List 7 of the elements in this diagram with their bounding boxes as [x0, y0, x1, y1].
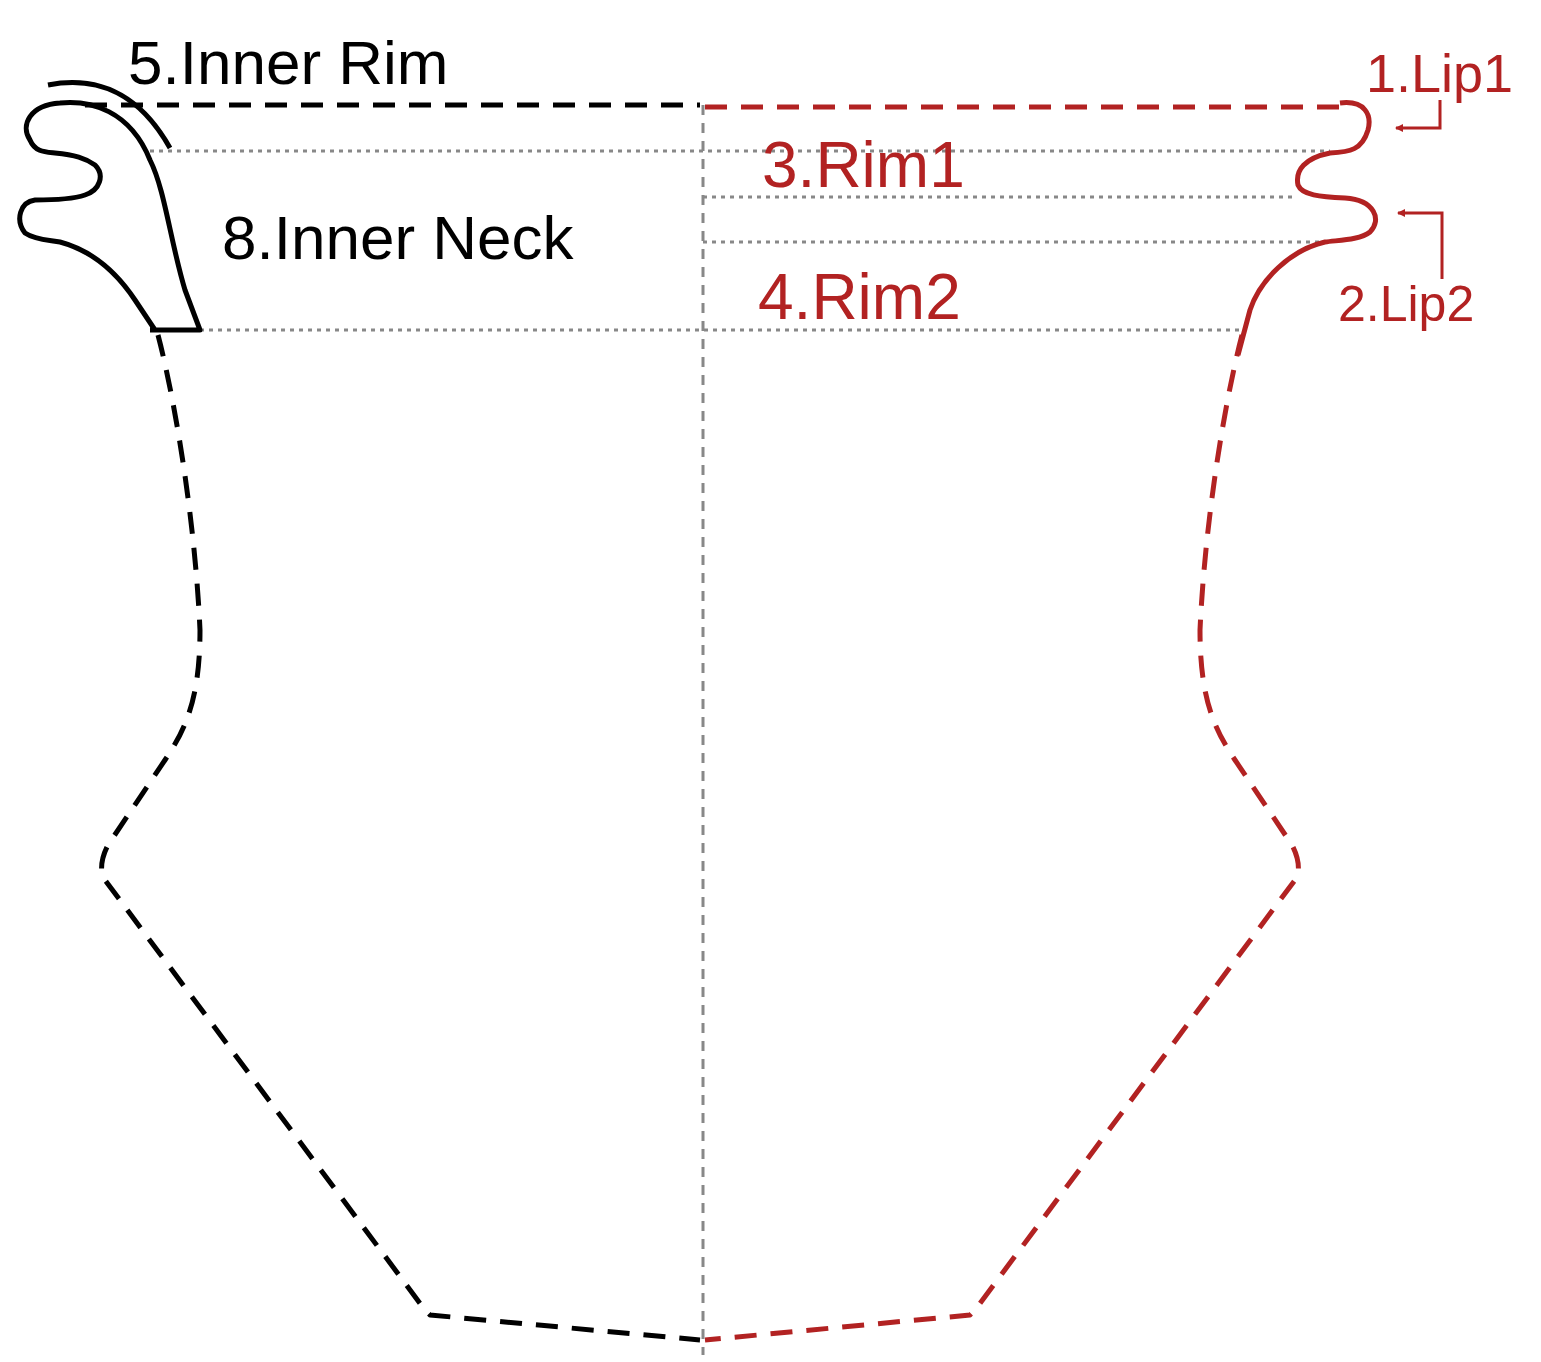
leader-arrow	[1397, 209, 1444, 279]
part-label: 3.Rim1	[762, 133, 965, 197]
part-label: 2.Lip2	[1338, 279, 1475, 329]
part-label: 8.Inner Neck	[222, 207, 574, 269]
part-label: 4.Rim2	[758, 265, 961, 329]
leader-arrow	[1395, 100, 1442, 132]
part-label: 5.Inner Rim	[128, 32, 449, 94]
